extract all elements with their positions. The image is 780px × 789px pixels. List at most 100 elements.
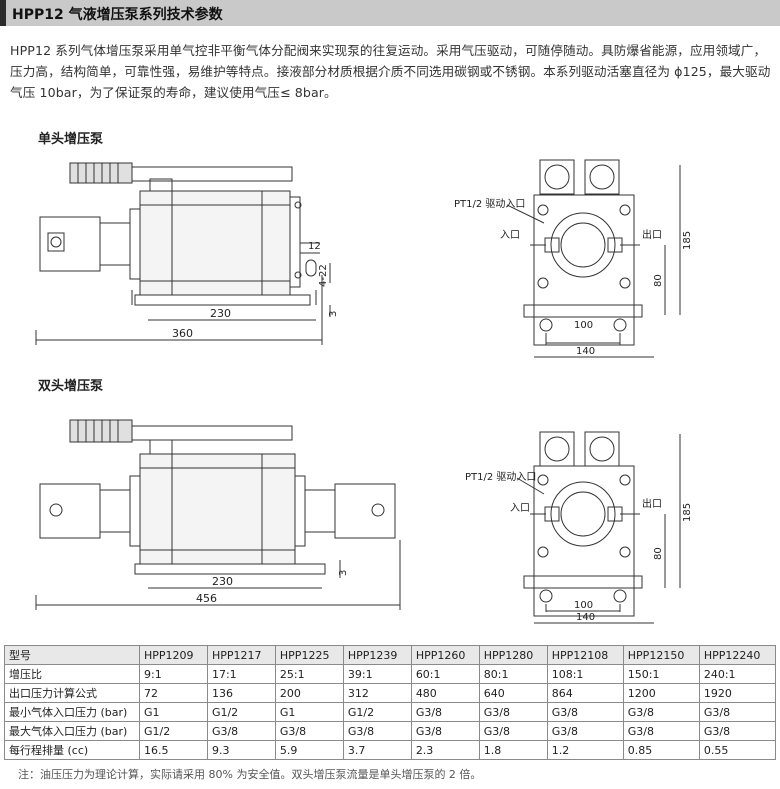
single-dim-140: 140 <box>576 346 595 357</box>
table-cell: HPP1225 <box>274 645 344 665</box>
table-cell: HPP1217 <box>206 645 276 665</box>
table-cell: 1200 <box>622 683 700 703</box>
table-row-label: 出口压力计算公式 <box>4 683 140 703</box>
single-outlet-label: 出口 <box>642 228 662 241</box>
table-cell: HPP12108 <box>546 645 624 665</box>
single-dim-360: 360 <box>172 327 193 340</box>
table-cell: 1.2 <box>546 740 624 760</box>
table-cell: 0.85 <box>622 740 700 760</box>
table-cell: G1/2 <box>342 702 412 722</box>
table-cell: 17:1 <box>206 664 276 684</box>
table-cell: G3/8 <box>622 702 700 722</box>
table-cell: G3/8 <box>546 721 624 741</box>
table-row-label: 最大气体入口压力 (bar) <box>4 721 140 741</box>
table-cell: G3/8 <box>622 721 700 741</box>
single-pump-title: 单头增压泵 <box>38 132 104 147</box>
single-pump-end-drawing: PT1/2 驱动入口 入口 出口 185 80 100 140 <box>454 159 693 358</box>
table-cell: 0.55 <box>698 740 777 760</box>
table-cell: 16.5 <box>139 740 208 760</box>
double-pump-end-drawing: PT1/2 驱动入口 入口 出口 185 80 100 140 <box>465 431 693 624</box>
table-cell: G3/8 <box>274 721 344 741</box>
single-dim-3: 3 <box>328 311 339 317</box>
table-cell: 60:1 <box>410 664 480 684</box>
table-cell: 25:1 <box>274 664 344 684</box>
intro-paragraph: HPP12 系列气体增压泵采用单气控非平衡气体分配阀来实现泵的往复运动。采用气压… <box>10 43 771 100</box>
double-dim-185: 185 <box>682 503 693 522</box>
table-cell: G3/8 <box>410 702 480 722</box>
single-dim-185: 185 <box>682 231 693 250</box>
single-dim-12: 12 <box>308 241 321 252</box>
header-accent-bar <box>0 0 6 26</box>
single-dim-100: 100 <box>574 320 593 331</box>
table-row-label: 型号 <box>4 645 140 665</box>
table-cell: G1 <box>274 702 344 722</box>
double-pump-title: 双头增压泵 <box>38 379 104 394</box>
table-cell: 136 <box>206 683 276 703</box>
table-cell: G3/8 <box>342 721 412 741</box>
table-cell: 240:1 <box>698 664 777 684</box>
table-cell: 480 <box>410 683 480 703</box>
table-cell: G3/8 <box>698 702 777 722</box>
double-pump-side-drawing: 230 456 3 <box>35 419 401 610</box>
table-cell: 3.7 <box>342 740 412 760</box>
table-cell: 312 <box>342 683 412 703</box>
table-cell: G3/8 <box>546 702 624 722</box>
table-cell: G1 <box>139 702 208 722</box>
table-cell: G3/8 <box>478 721 548 741</box>
footnote: 注：油压压力为理论计算，实际请采用 80% 为安全值。双头增压泵流量是单头增压泵… <box>18 768 482 781</box>
table-cell: G3/8 <box>410 721 480 741</box>
table-row-label: 增压比 <box>4 664 140 684</box>
table-cell: 72 <box>139 683 208 703</box>
table-cell: HPP1280 <box>478 645 548 665</box>
table-cell: 9.3 <box>206 740 276 760</box>
section-header: HPP12 气液增压泵系列技术参数 <box>0 0 780 26</box>
table-cell: G1/2 <box>139 721 208 741</box>
single-pump-side-drawing: 230 360 12 4-22 3 <box>35 162 339 345</box>
table-cell: 1.8 <box>478 740 548 760</box>
table-cell: 2.3 <box>410 740 480 760</box>
table-cell: HPP12150 <box>622 645 700 665</box>
page-title: HPP12 气液增压泵系列技术参数 <box>12 7 223 23</box>
single-dim-22: 4-22 <box>318 264 329 287</box>
table-cell: G3/8 <box>478 702 548 722</box>
table-cell: HPP1209 <box>139 645 208 665</box>
double-inlet-label: 入口 <box>510 503 530 514</box>
double-dim-140: 140 <box>576 612 595 623</box>
table-cell: HPP1239 <box>342 645 412 665</box>
table-cell: HPP1260 <box>410 645 480 665</box>
single-port-label: PT1/2 驱动入口 <box>454 198 525 210</box>
table-cell: HPP12240 <box>698 645 777 665</box>
table-cell: G1/2 <box>206 702 276 722</box>
table-row-label: 最小气体入口压力 (bar) <box>4 702 140 722</box>
table-cell: 5.9 <box>274 740 344 760</box>
table-cell: 150:1 <box>622 664 700 684</box>
table-cell: 9:1 <box>139 664 208 684</box>
single-inlet-label: 入口 <box>500 230 520 241</box>
single-dim-80: 80 <box>653 274 664 287</box>
table-cell: 108:1 <box>546 664 624 684</box>
table-cell: 640 <box>478 683 548 703</box>
double-dim-3: 3 <box>338 570 349 576</box>
table-cell: G3/8 <box>206 721 276 741</box>
table-cell: 80:1 <box>478 664 548 684</box>
double-port-label: PT1/2 驱动入口 <box>465 471 536 483</box>
double-dim-456: 456 <box>196 592 217 605</box>
single-dim-230: 230 <box>210 307 231 320</box>
double-dim-230: 230 <box>212 575 233 588</box>
table-cell: 39:1 <box>342 664 412 684</box>
table-cell: 864 <box>546 683 624 703</box>
double-outlet-label: 出口 <box>642 497 662 510</box>
table-cell: 1920 <box>698 683 777 703</box>
table-row-label: 每行程排量 (cc) <box>4 740 140 760</box>
table-cell: G3/8 <box>698 721 777 741</box>
table-cell: 200 <box>274 683 344 703</box>
double-dim-80: 80 <box>653 547 664 560</box>
double-dim-100: 100 <box>574 600 593 611</box>
